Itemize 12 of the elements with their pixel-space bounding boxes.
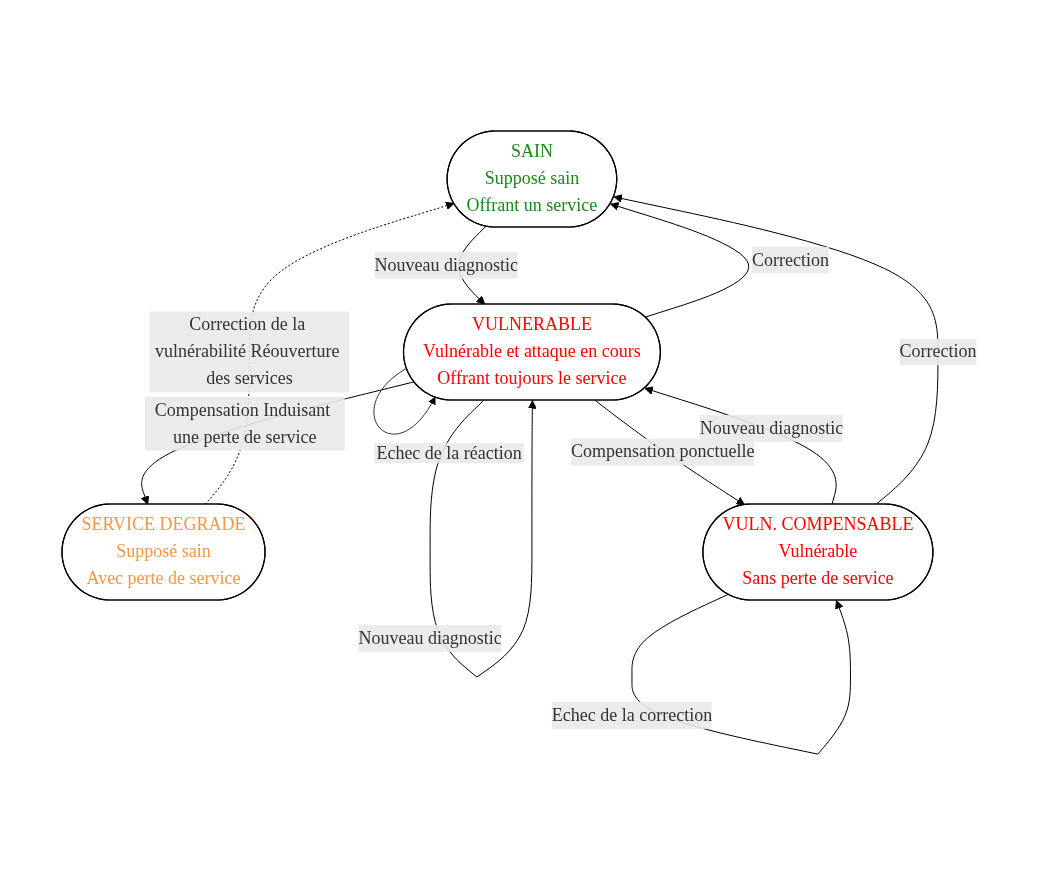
edge-label: Echec de la correction	[552, 705, 713, 726]
edge-label: Echec de la réaction	[376, 443, 522, 464]
edge-label: Correction de la vulnérabilité Réouverture des services	[155, 314, 340, 389]
edge-label: Correction	[752, 250, 830, 270]
edge-label: Nouveau diagnostic	[374, 255, 519, 276]
edge-label: Correction	[899, 341, 977, 362]
edge-label: Nouveau diagnostic	[358, 628, 503, 649]
edge-label: Nouveau diagnostic	[699, 418, 844, 439]
edge-label: Compensation Induisant une perte de service	[155, 399, 331, 447]
edge-label: Compensation ponctuelle	[571, 441, 755, 462]
arrow	[373, 368, 436, 435]
arrow	[610, 202, 750, 318]
